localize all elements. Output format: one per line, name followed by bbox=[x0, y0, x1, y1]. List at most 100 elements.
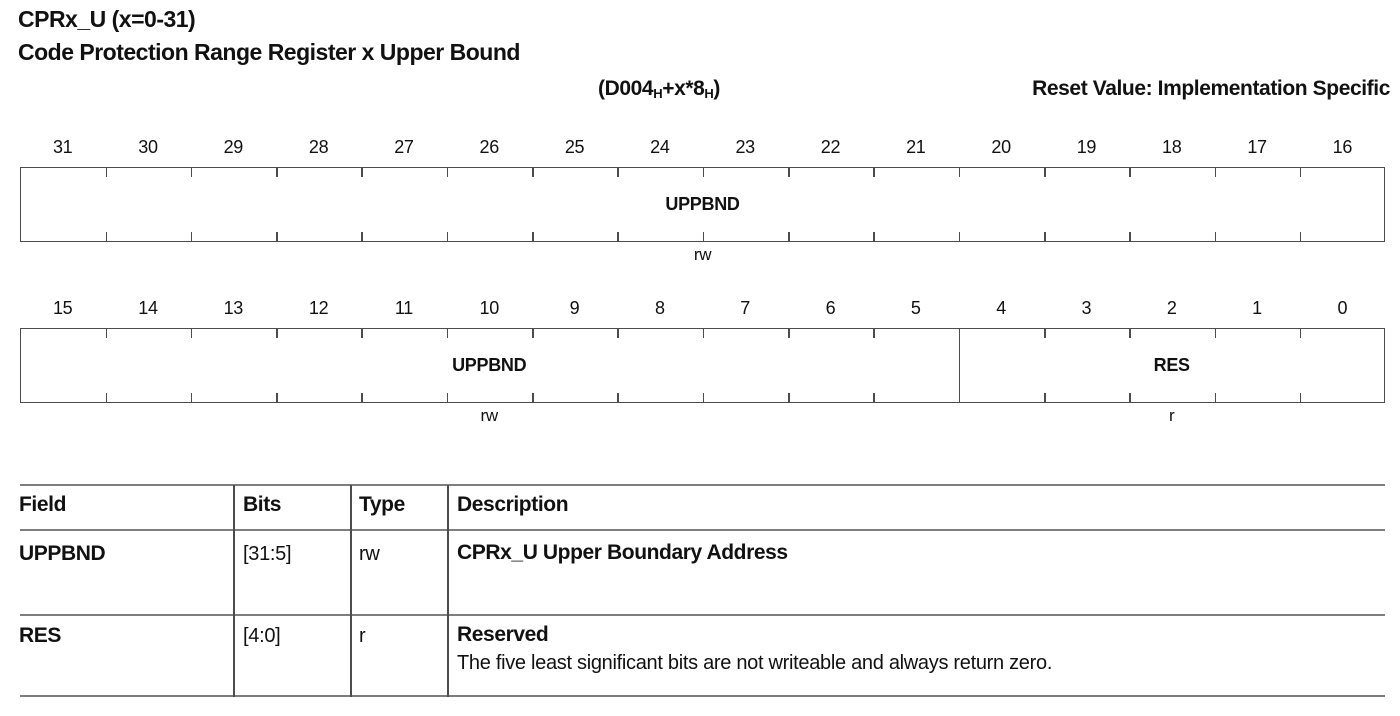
description-title: CPRx_U Upper Boundary Address bbox=[457, 541, 788, 564]
table-header-bits: Bits bbox=[243, 493, 282, 516]
bit-tick bbox=[1214, 168, 1217, 177]
bit-tick bbox=[532, 168, 534, 177]
bit-tick bbox=[1214, 393, 1217, 402]
description-body: The five least significant bits are not … bbox=[457, 652, 1053, 674]
table-header-description: Description bbox=[457, 493, 569, 516]
table-vline-type-description bbox=[447, 485, 449, 697]
bit-tick bbox=[617, 168, 619, 177]
bit-tick bbox=[532, 329, 534, 338]
reset-value-label: Reset Value: Implementation Specific bbox=[1032, 77, 1390, 100]
field-divider bbox=[958, 329, 961, 402]
bit-tick bbox=[276, 393, 278, 402]
bit-number-26: 26 bbox=[479, 137, 500, 157]
bit-number-21: 21 bbox=[906, 137, 926, 157]
bit-number-1: 1 bbox=[1252, 298, 1262, 318]
bit-tick bbox=[1043, 168, 1046, 177]
bit-number-31: 31 bbox=[52, 137, 73, 157]
table-header-rule bbox=[20, 529, 1385, 531]
bit-number-10: 10 bbox=[479, 298, 500, 318]
bit-number-14: 14 bbox=[138, 298, 158, 318]
bit-tick bbox=[276, 232, 278, 241]
address-base-subscript: H bbox=[653, 85, 663, 101]
bit-number-7: 7 bbox=[740, 298, 751, 318]
table-header-field: Field bbox=[19, 493, 67, 516]
bit-tick bbox=[1299, 329, 1302, 338]
table-top-rule bbox=[20, 484, 1385, 486]
bit-number-0: 0 bbox=[1337, 298, 1348, 318]
bit-tick bbox=[105, 232, 108, 241]
bit-number-2: 2 bbox=[1166, 298, 1177, 318]
bit-tick bbox=[446, 168, 449, 177]
bit-tick bbox=[958, 168, 961, 177]
bit-number-30: 30 bbox=[138, 137, 158, 157]
bit-tick bbox=[702, 232, 705, 241]
table-row-rule bbox=[20, 614, 1385, 616]
table-row-type: r bbox=[359, 625, 366, 647]
bit-number-8: 8 bbox=[654, 298, 665, 318]
bit-tick bbox=[1214, 329, 1217, 338]
bit-tick bbox=[1043, 329, 1046, 338]
bit-number-6: 6 bbox=[825, 298, 836, 318]
table-header-type: Type bbox=[359, 493, 405, 516]
bit-number-20: 20 bbox=[991, 137, 1011, 157]
bit-number-12: 12 bbox=[308, 298, 329, 318]
bit-number-29: 29 bbox=[223, 137, 244, 157]
bit-tick bbox=[276, 168, 278, 177]
bit-number-22: 22 bbox=[820, 137, 841, 157]
bit-number-17: 17 bbox=[1247, 137, 1267, 157]
bit-number-13: 13 bbox=[223, 298, 244, 318]
address-base: (D004 bbox=[598, 77, 654, 100]
register-short-name: CPRx_U (x=0-31) bbox=[18, 6, 196, 32]
bit-tick bbox=[873, 168, 875, 177]
bit-tick bbox=[788, 329, 790, 338]
bit-tick bbox=[873, 232, 875, 241]
bit-tick bbox=[1299, 232, 1302, 241]
bit-number-23: 23 bbox=[735, 137, 755, 157]
bit-tick bbox=[1214, 232, 1217, 241]
bit-tick bbox=[617, 329, 619, 338]
bit-tick bbox=[873, 329, 875, 338]
table-row-field-name: RES bbox=[19, 624, 61, 647]
bit-tick bbox=[532, 232, 534, 241]
bit-number-25: 25 bbox=[564, 137, 585, 157]
bit-tick bbox=[958, 232, 961, 241]
bit-tick bbox=[788, 393, 790, 402]
bit-tick bbox=[190, 232, 193, 241]
field-label-res: RES bbox=[1153, 355, 1190, 375]
address-close-paren: ) bbox=[713, 77, 720, 100]
bit-number-9: 9 bbox=[569, 298, 580, 318]
bit-tick bbox=[105, 393, 108, 402]
bit-tick bbox=[873, 393, 875, 402]
bit-number-28: 28 bbox=[308, 137, 329, 157]
register-long-name: Code Protection Range Register x Upper B… bbox=[18, 39, 520, 65]
bit-tick bbox=[1299, 393, 1302, 402]
bit-tick bbox=[190, 393, 193, 402]
bit-number-24: 24 bbox=[650, 137, 670, 157]
bit-tick bbox=[105, 329, 108, 338]
bit-tick bbox=[1043, 232, 1046, 241]
table-row-bits: [31:5] bbox=[243, 543, 292, 565]
bit-tick bbox=[276, 329, 278, 338]
bit-number-18: 18 bbox=[1162, 137, 1182, 157]
bit-tick bbox=[446, 232, 449, 241]
table-row-description: CPRx_U Upper Boundary Address bbox=[457, 539, 788, 567]
bit-tick bbox=[617, 232, 619, 241]
table-vline-field-bits bbox=[233, 485, 235, 697]
bit-tick bbox=[105, 168, 108, 177]
table-row-bits: [4:0] bbox=[243, 625, 281, 647]
bit-tick bbox=[361, 393, 364, 402]
register-box bbox=[20, 167, 1385, 242]
table-vline-bits-type bbox=[350, 485, 352, 697]
bit-number-11: 11 bbox=[394, 298, 413, 318]
bit-tick bbox=[190, 168, 193, 177]
bit-tick bbox=[361, 232, 364, 241]
table-bottom-rule bbox=[20, 695, 1385, 697]
register-address: (D004H+x*8H) bbox=[598, 77, 720, 101]
description-title: Reserved bbox=[457, 623, 549, 646]
table-row-field-name: UPPBND bbox=[19, 542, 106, 565]
register-box bbox=[20, 328, 1385, 403]
table-row-type: rw bbox=[359, 543, 380, 565]
access-label-rw: rw bbox=[693, 245, 712, 264]
bit-tick bbox=[1129, 393, 1131, 402]
